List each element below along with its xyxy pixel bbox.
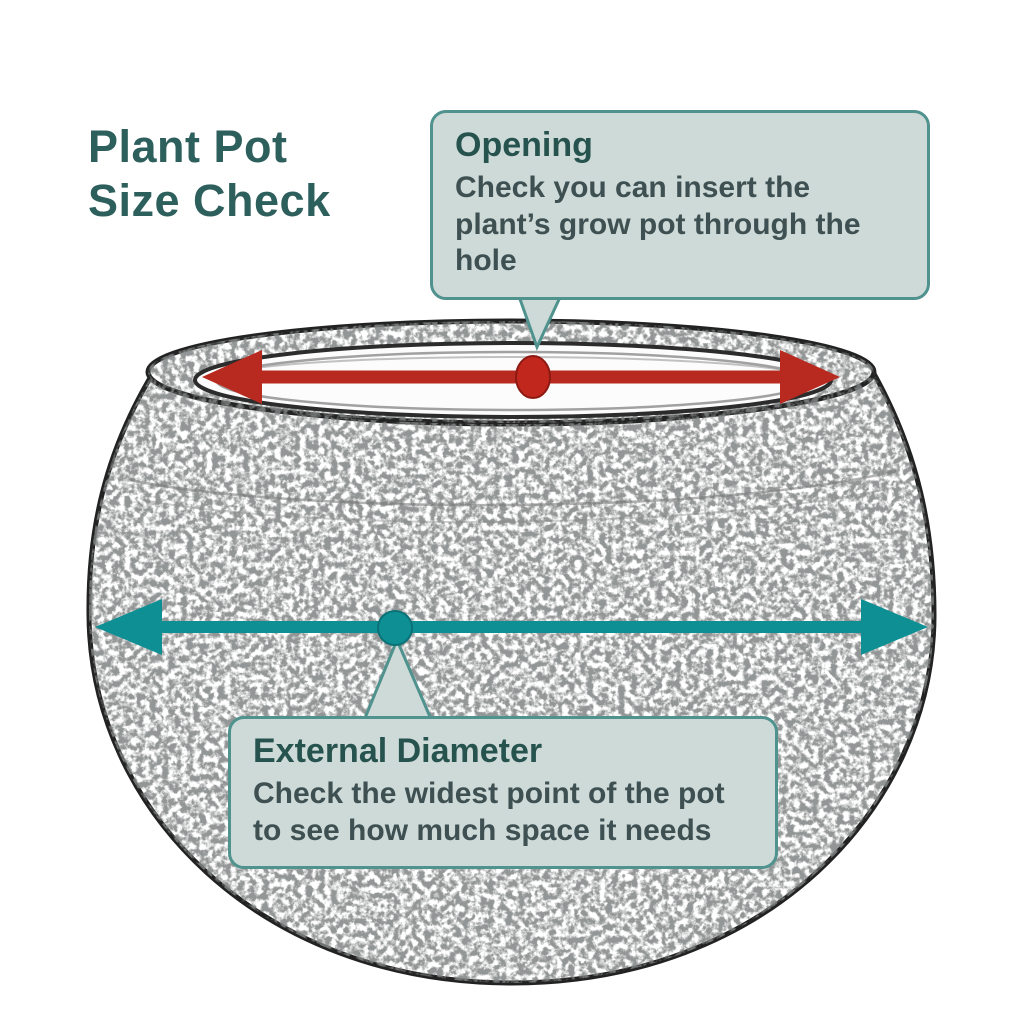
opening-callout-heading: Opening bbox=[455, 126, 593, 164]
diameter-arrow bbox=[95, 599, 928, 655]
opening-midpoint-dot bbox=[515, 355, 551, 399]
opening-callout-body: Check you can insert the plant’s grow po… bbox=[455, 171, 861, 278]
opening-arrowhead-right bbox=[780, 350, 840, 404]
sketch-crease-line bbox=[129, 468, 901, 507]
external-diameter-callout: External Diameter Check the widest point… bbox=[228, 716, 778, 870]
pot-body bbox=[86, 318, 937, 986]
sketch-crease-line bbox=[141, 487, 894, 523]
opening-callout: Opening Check you can insert the plant’s… bbox=[430, 110, 930, 300]
page-title: Plant Pot Size Check bbox=[88, 120, 331, 228]
opening-arrowhead-left bbox=[202, 350, 262, 404]
diameter-arrowhead-right bbox=[861, 599, 928, 655]
external-diameter-callout-heading: External Diameter bbox=[253, 732, 543, 770]
page-title-line-1: Plant Pot bbox=[88, 121, 288, 172]
page-title-line-2: Size Check bbox=[88, 175, 331, 226]
diameter-midpoint-dot bbox=[377, 610, 413, 646]
external-diameter-callout-body: Check the widest point of the pot to see… bbox=[253, 777, 725, 847]
diameter-arrowhead-left bbox=[95, 599, 162, 655]
